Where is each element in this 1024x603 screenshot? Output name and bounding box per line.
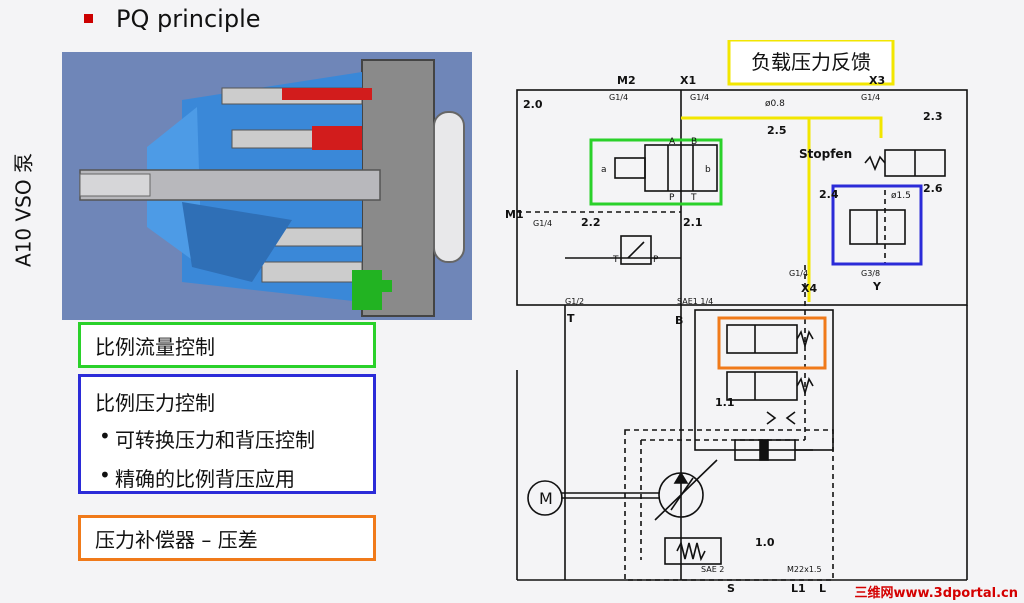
pressure-control-list: 可转换压力和背压控制 精确的比例背压应用 [95, 424, 359, 492]
component-id: 1.1 [715, 396, 735, 409]
fitting: G3/8 [861, 269, 880, 278]
port-t: T [567, 312, 575, 325]
flow-control-box: 比例流量控制 [78, 322, 376, 368]
fitting: SAE 2 [701, 565, 724, 574]
fitting: G1/4 [533, 219, 552, 228]
fitting: G1/4 [690, 93, 709, 102]
port-l: L [819, 582, 826, 595]
hydraulic-schematic: 负载压力反馈 M2 X1 X3 M1 X4 T B Y S L1 L G1/4 … [505, 40, 968, 595]
valve-letter: T [690, 193, 697, 203]
port-s: S [727, 582, 735, 595]
fitting: SAE1 1/4 [677, 297, 713, 306]
compensator-highlight [717, 316, 827, 370]
port-l1: L1 [791, 582, 806, 595]
component-id: 2.0 [523, 98, 543, 111]
flow-control-highlight [589, 138, 723, 206]
port-b: B [675, 314, 683, 327]
pump-cutaway-image [62, 52, 472, 320]
port-x1: X1 [680, 74, 696, 87]
title-bullet [84, 14, 93, 23]
port-m1: M1 [505, 208, 524, 221]
component-id: 2.1 [683, 216, 703, 229]
side-label-text: A10 VSO 泵 [11, 153, 36, 267]
list-item: 可转换压力和背压控制 [99, 424, 359, 453]
port-x4: X4 [801, 282, 817, 295]
compensator-box: 压力补偿器 – 压差 [78, 515, 376, 561]
fitting: G1/4 [789, 269, 808, 278]
component-id: 2.4 [819, 188, 839, 201]
flow-control-label: 比例流量控制 [95, 335, 215, 359]
load-feedback-box [727, 40, 895, 86]
valve-letter: a [601, 165, 607, 175]
valve-letter: P [653, 255, 659, 265]
orifice-label: ø0.8 [765, 99, 785, 109]
side-label: A10 VSO 泵 [2, 150, 42, 270]
list-item: 精确的比例背压应用 [99, 463, 359, 492]
pressure-control-label: 比例压力控制 [95, 391, 215, 415]
stopfen-label: Stopfen [799, 147, 852, 161]
fitting: G1/4 [861, 93, 880, 102]
compensator-label: 压力补偿器 – 压差 [95, 528, 258, 552]
component-id: 2.5 [767, 124, 787, 137]
page-title: PQ principle [116, 5, 261, 33]
port-x3: X3 [869, 74, 885, 87]
component-id: 1.0 [755, 536, 775, 549]
port-m2: M2 [617, 74, 636, 87]
orifice-label: ø1.5 [891, 191, 911, 201]
valve-letter: B [691, 137, 697, 147]
load-feedback-label: 负载压力反馈 [751, 50, 871, 74]
valve-letter: A [669, 137, 676, 147]
valve-letter: P [669, 193, 675, 203]
pressure-control-highlight [831, 184, 923, 266]
fitting: G1/2 [565, 297, 584, 306]
frame-2-0 [516, 89, 968, 306]
watermark: 三维网www.3dportal.cn [854, 586, 1018, 601]
motor-label: M [539, 489, 553, 508]
fitting: G1/4 [609, 93, 628, 102]
component-id: 2.2 [581, 216, 601, 229]
component-id: 2.3 [923, 110, 943, 123]
port-y: Y [872, 280, 882, 293]
valve-letter: b [705, 165, 711, 175]
load-feedback-line [681, 116, 883, 302]
pressure-control-box: 比例压力控制 可转换压力和背压控制 精确的比例背压应用 [78, 374, 376, 494]
fitting: M22x1.5 [787, 565, 822, 574]
valve-letter: T [612, 255, 619, 265]
component-id: 2.6 [923, 182, 943, 195]
